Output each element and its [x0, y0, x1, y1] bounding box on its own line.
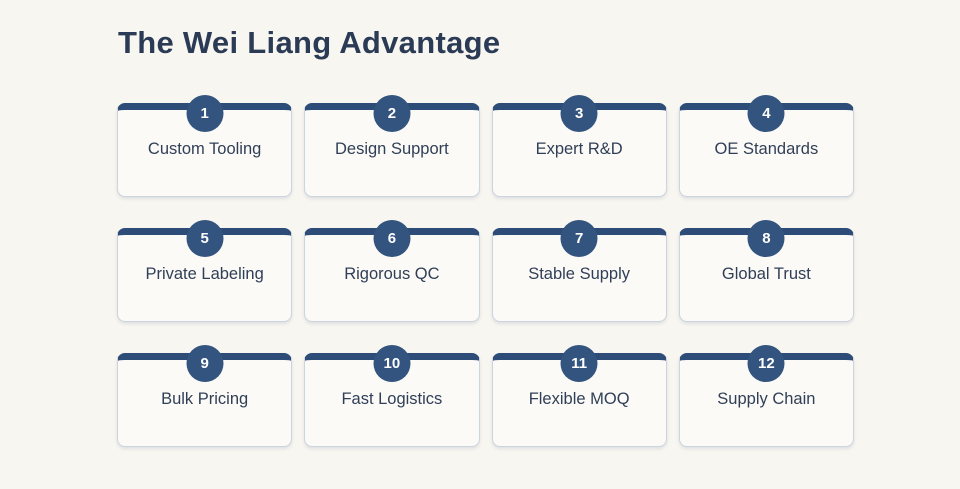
advantage-card: 8 Global Trust	[678, 220, 854, 322]
card-number-badge: 3	[560, 95, 598, 132]
advantage-card: 4 OE Standards	[678, 95, 854, 197]
card-label: Private Labeling	[145, 264, 264, 283]
card-label: Custom Tooling	[147, 139, 262, 158]
card-number-badge: 8	[747, 220, 785, 257]
card-label: Global Trust	[721, 264, 811, 283]
advantage-card: 6 Rigorous QC	[304, 220, 480, 322]
card-number-badge: 5	[186, 220, 224, 257]
card-number-badge: 9	[186, 345, 224, 382]
card-number-badge: 7	[560, 220, 598, 257]
card-number-badge: 1	[186, 95, 224, 132]
card-label: Design Support	[335, 139, 449, 158]
page-title: The Wei Liang Advantage	[118, 25, 501, 60]
card-number-badge: 2	[373, 95, 411, 132]
advantage-card: 2 Design Support	[304, 95, 480, 197]
advantage-card: 7 Stable Supply	[491, 220, 667, 322]
card-number-badge: 6	[373, 220, 411, 257]
advantage-card: 5 Private Labeling	[117, 220, 293, 322]
advantage-card: 11 Flexible MOQ	[491, 345, 667, 447]
advantage-card: 3 Expert R&D	[491, 95, 667, 197]
card-number-badge: 10	[373, 345, 411, 382]
card-label: Rigorous QC	[344, 264, 440, 283]
card-number-badge: 11	[560, 345, 598, 382]
card-label: OE Standards	[714, 139, 819, 158]
advantage-card: 9 Bulk Pricing	[117, 345, 293, 447]
card-label: Bulk Pricing	[161, 389, 249, 408]
card-label: Flexible MOQ	[528, 389, 630, 408]
card-label: Expert R&D	[535, 139, 623, 158]
card-label: Stable Supply	[528, 264, 631, 283]
card-number-badge: 4	[747, 95, 785, 132]
advantage-grid: 1 Custom Tooling 2 Design Support 3 Expe…	[117, 95, 854, 447]
advantage-card: 1 Custom Tooling	[117, 95, 293, 197]
advantage-card: 12 Supply Chain	[678, 345, 854, 447]
advantage-card: 10 Fast Logistics	[304, 345, 480, 447]
card-number-badge: 12	[747, 345, 785, 382]
card-label: Supply Chain	[717, 389, 816, 408]
card-label: Fast Logistics	[341, 389, 443, 408]
